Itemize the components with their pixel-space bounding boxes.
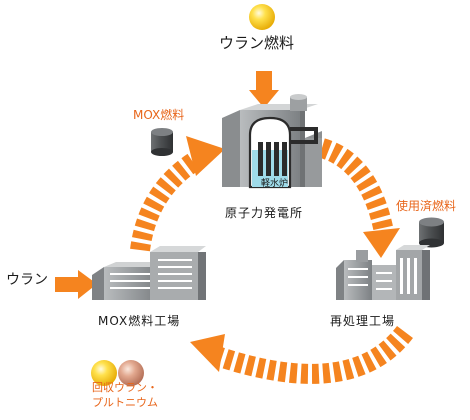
arc-plant-to-reprocessing [318,138,394,235]
uranium-label: ウラン [6,272,48,288]
recovered-materials-label-line1: 回収ウラン・ [92,381,158,394]
mox-fuel-label: MOX燃料 [133,108,185,122]
arrowhead-to-reprocessing [363,228,400,258]
uranium-ball-icon [249,4,275,30]
spent-fuel-label: 使用済燃料 [396,199,457,213]
arrowhead-to-plant [186,136,225,176]
arrow-uranium-in [55,270,97,299]
recovered-materials-label-line2: プルトニウム [92,396,158,409]
recovered-uranium-ball-icon [91,360,117,386]
arrow-uranium-fuel-in [249,71,279,108]
mox-fuel-canister-icon [151,128,173,156]
power-plant-icon: 軽水炉 [222,94,322,189]
plutonium-ball-icon [118,360,144,386]
arrowhead-to-mox-factory [190,334,225,372]
reprocessing-plant-icon [336,245,430,300]
uranium-fuel-label: ウラン燃料 [219,34,295,52]
mox-factory-icon [92,246,206,300]
mox-factory-label: MOX燃料工場 [98,314,181,328]
spent-fuel-canister-icon [419,217,444,248]
arc-mox-factory-to-plant [130,149,206,252]
cycle-arrows [130,136,413,384]
light-water-reactor-label: 軽水炉 [261,177,288,189]
power-plant-label: 原子力発電所 [225,206,304,220]
reprocessing-plant-label: 再処理工場 [330,314,396,328]
arc-reprocessing-to-mox-factory [210,325,413,384]
